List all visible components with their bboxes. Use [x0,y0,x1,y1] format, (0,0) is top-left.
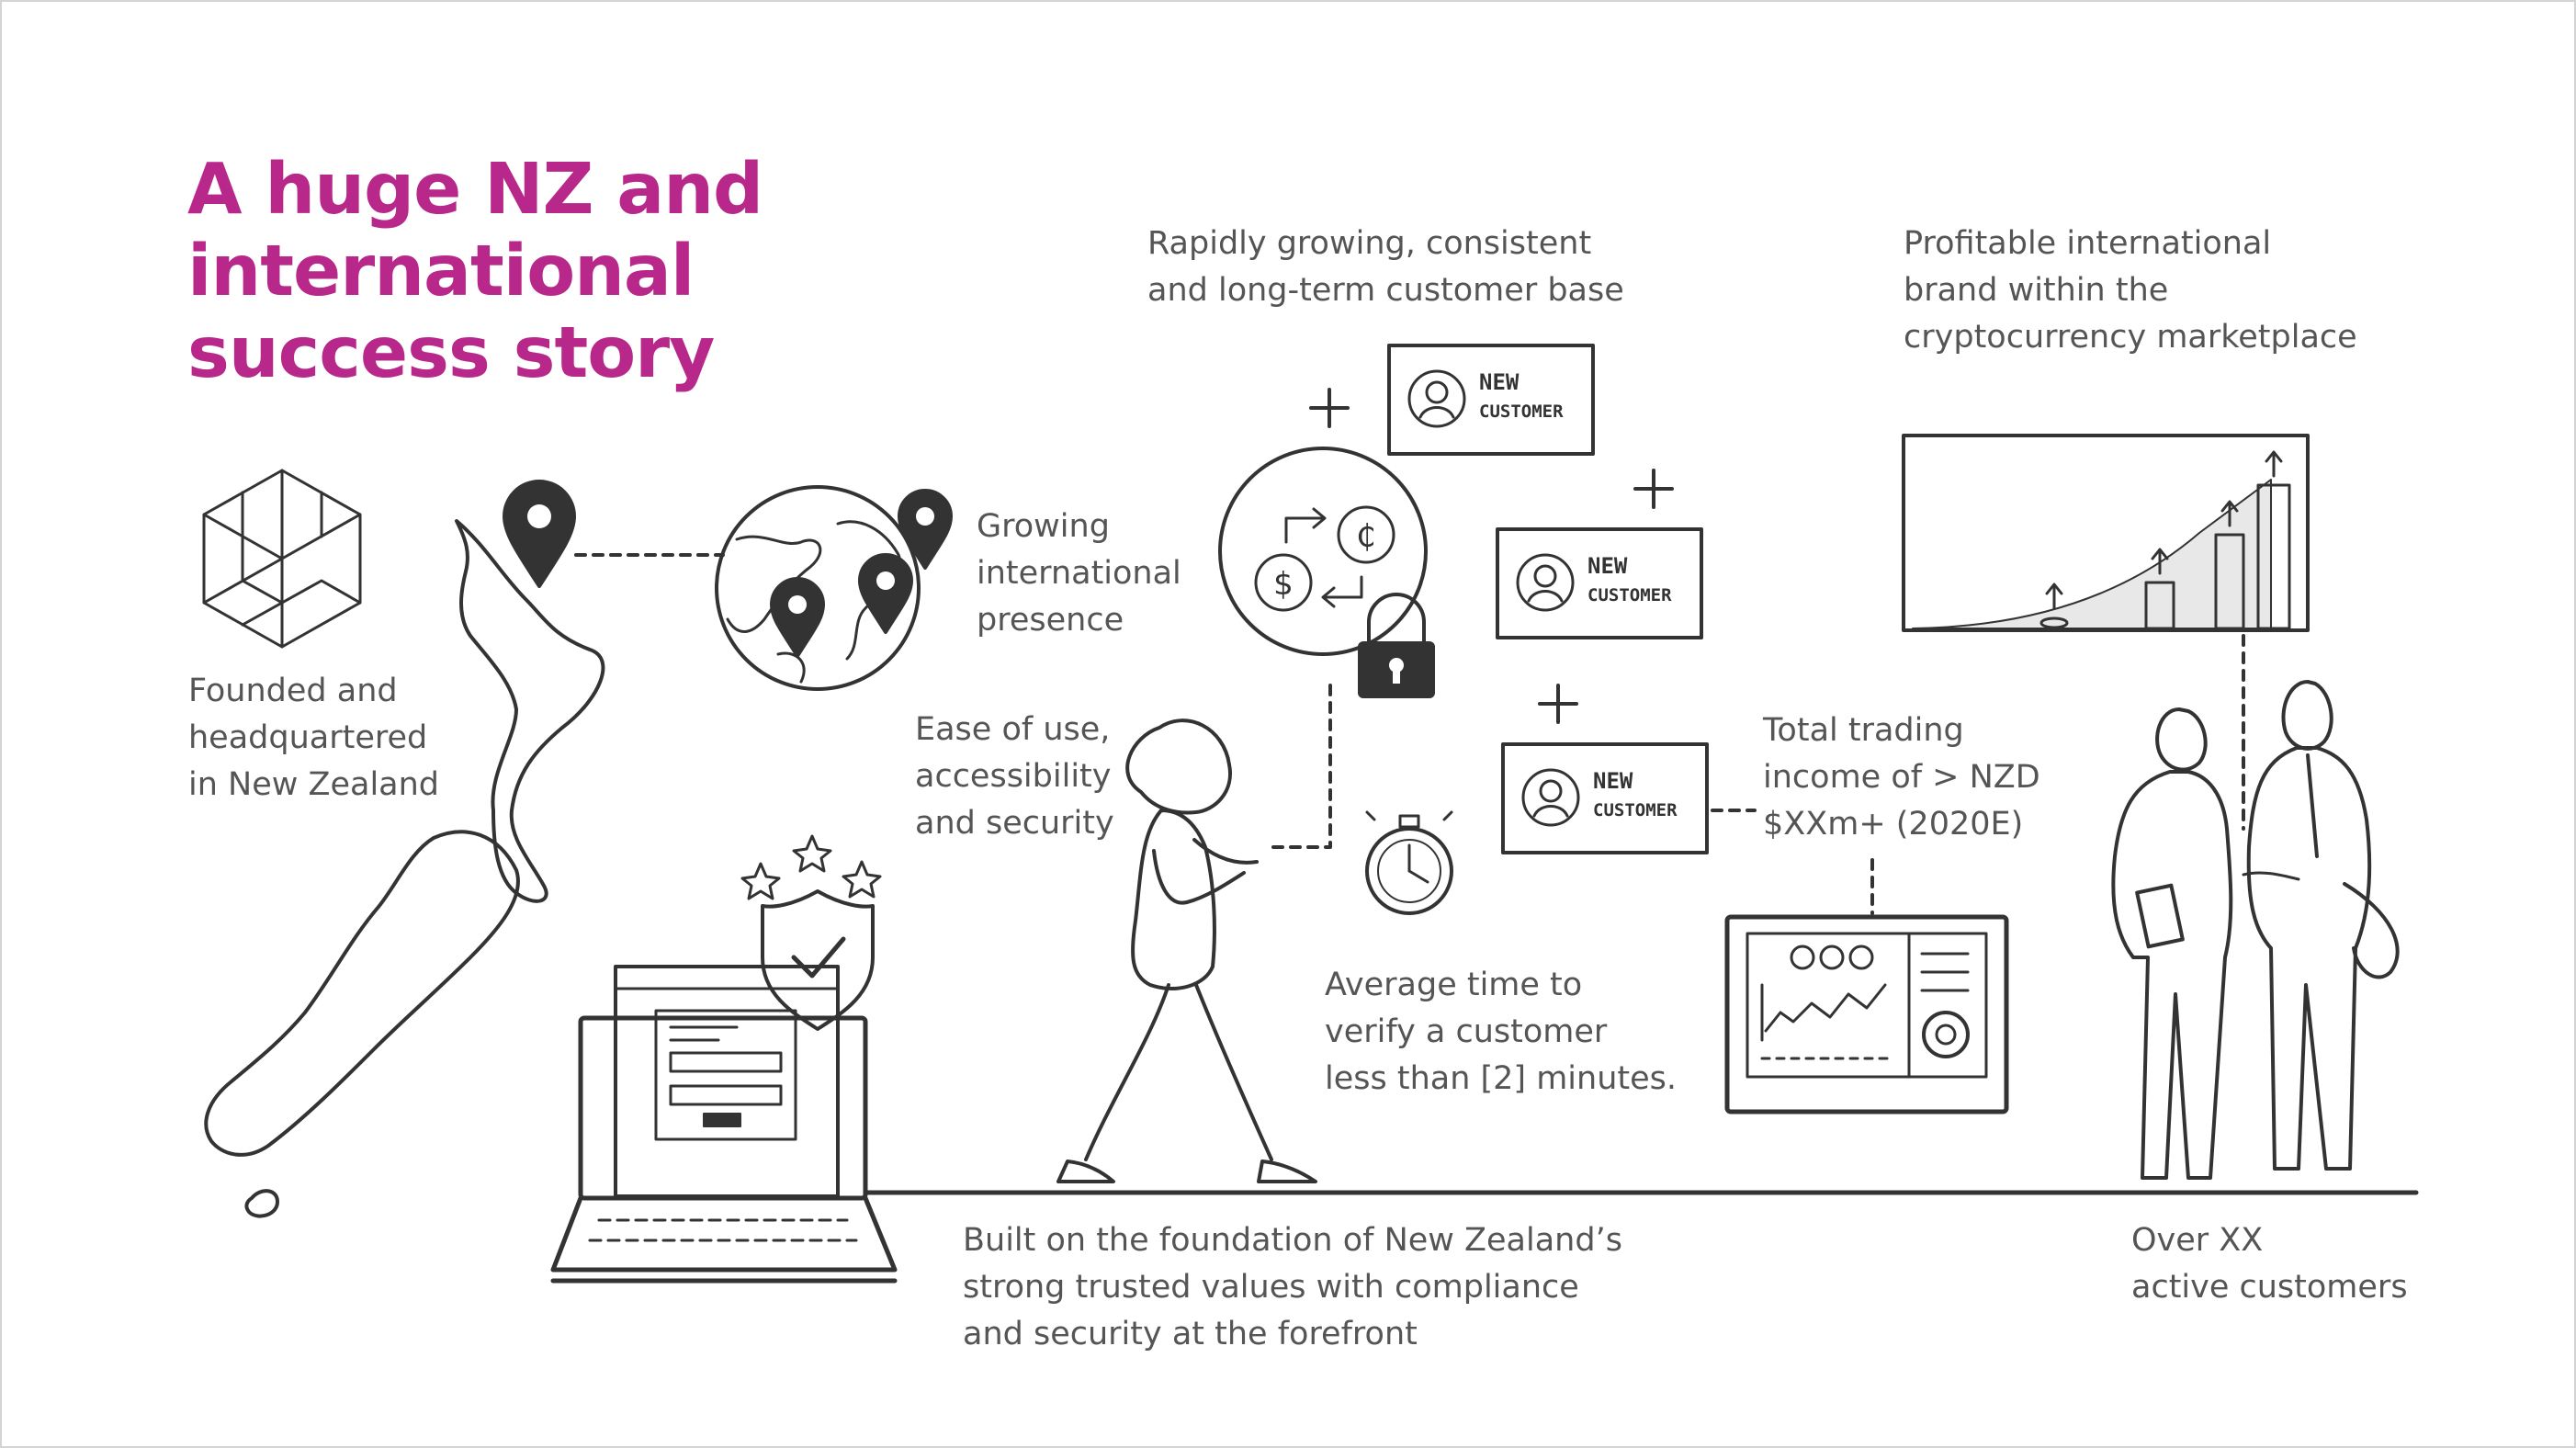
star-icon [740,834,882,900]
dashboard-monitor-icon [1724,914,2009,1114]
stopwatch-icon [1365,810,1453,915]
connector-dash [1268,684,1332,849]
page-title: A huge NZ and international success stor… [187,149,830,394]
svg-text:CUSTOMER: CUSTOMER [1593,800,1678,820]
logo-icon [202,469,362,649]
svg-text:CUSTOMER: CUSTOMER [1587,585,1672,605]
title-line: success story [187,312,715,394]
globe-icon [715,485,953,691]
new-customer-tag: NEW CUSTOMER [1587,553,1672,605]
plus-icon [1309,388,1674,724]
coin-growth-chart-icon [1902,434,2310,632]
caption-foundation: Built on the foundation of New Zealand’s… [963,1222,1622,1352]
new-customer-card [1387,344,1595,456]
svg-text:NEW: NEW [1587,553,1628,579]
person-walking-icon [1056,718,1317,1183]
new-customer-tag: NEW CUSTOMER [1593,768,1678,820]
people-icon [2111,680,2400,1180]
new-customer-card [1496,527,1703,639]
svg-text:₵: ₵ [1356,518,1376,555]
exchange-icon [1218,447,1428,656]
svg-text:CUSTOMER: CUSTOMER [1479,402,1564,422]
new-customer-card [1501,742,1709,854]
svg-text:NEW: NEW [1593,768,1633,794]
laptop-icon [550,965,898,1284]
new-customer-tag: NEW CUSTOMER [1479,369,1564,422]
svg-text:NEW: NEW [1479,369,1520,395]
svg-text:$: $ [1273,566,1294,603]
nz-map-icon [204,519,605,1218]
shield-check-icon [761,889,875,1031]
title-line: A huge NZ and [187,149,763,231]
padlock-icon [1358,593,1435,698]
map-pin-icon [503,480,576,588]
title-line: international [187,231,695,312]
